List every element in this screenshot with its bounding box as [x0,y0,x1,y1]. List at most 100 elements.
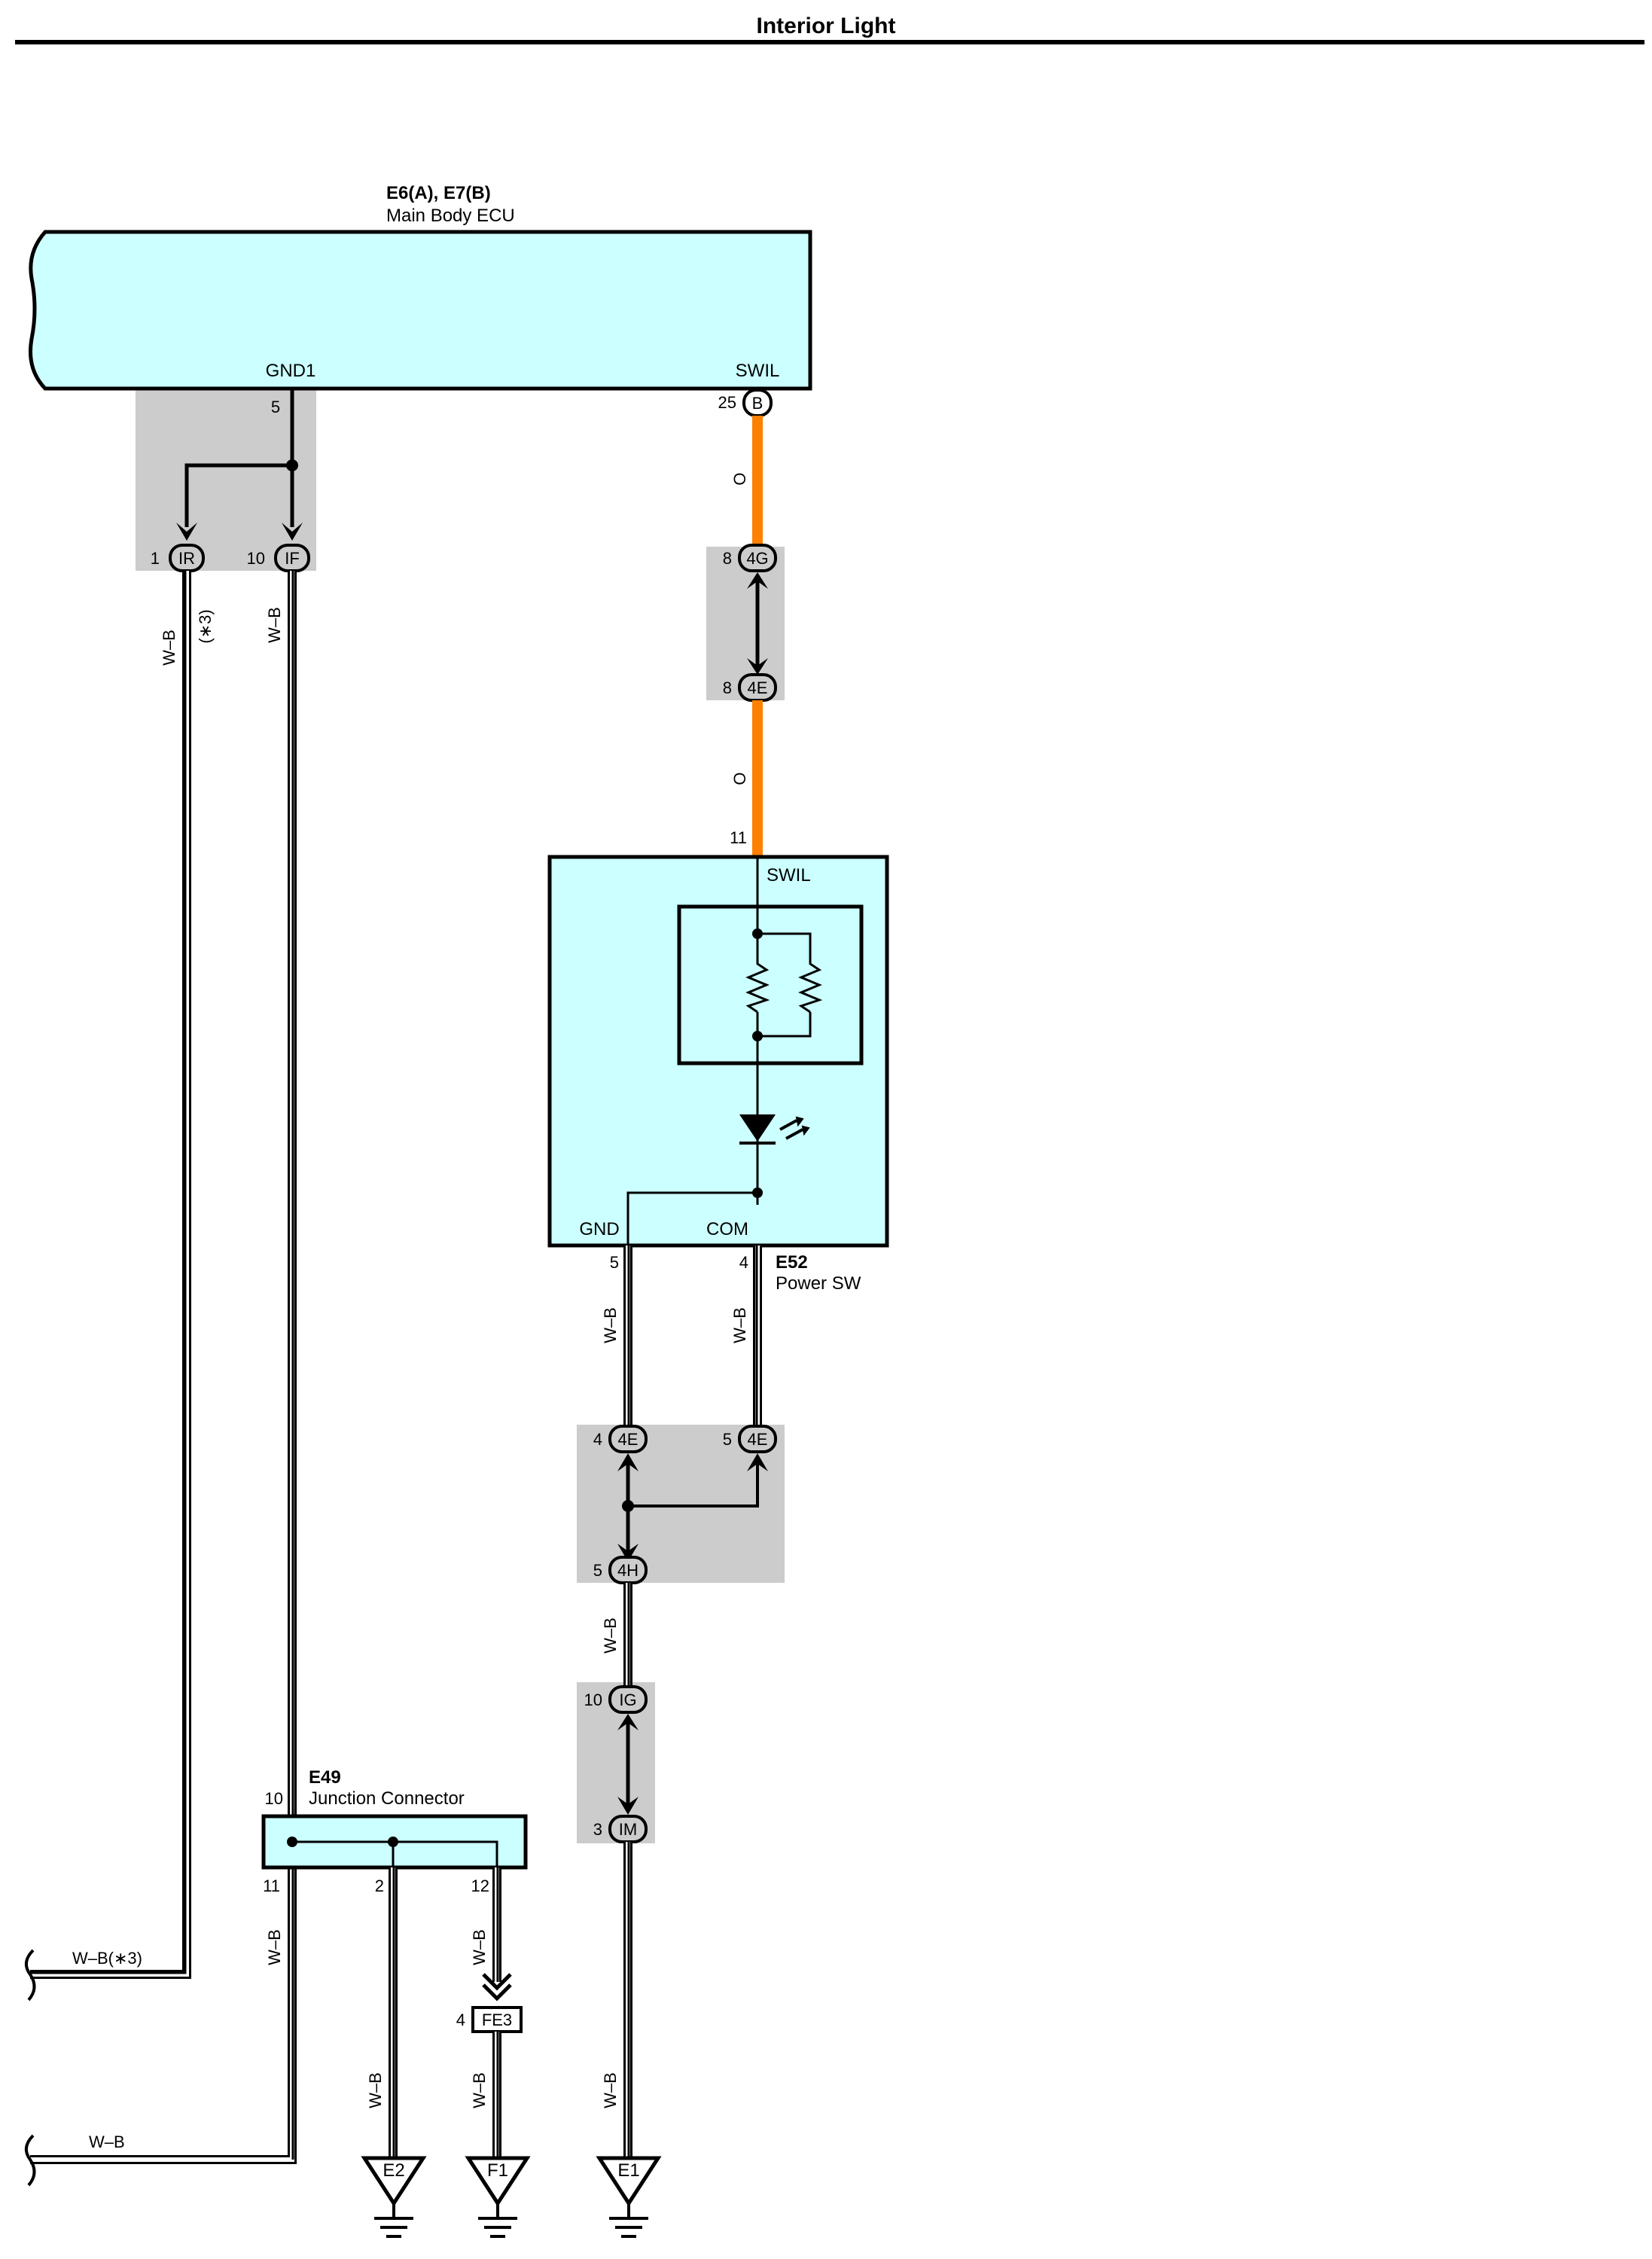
splice-ig-im-wiring [617,1714,639,1815]
ecu-gnd1-pin-no: 5 [271,398,280,416]
wire-4h-ig: W–B [601,1583,632,1687]
wire-note-ir: (∗3) [196,609,215,643]
wire-label-junction-11: W–B [265,1929,284,1965]
svg-text:4E: 4E [618,1430,639,1449]
resistor-2 [798,958,823,1014]
wire-label-f1: W–B [470,2072,489,2108]
arrow-4g [747,572,768,589]
wire-label-orange-1: O [730,472,749,485]
arrow-ir [176,523,197,541]
connector-im: IM 3 [593,1815,648,1843]
power-sw-ground-wires: W–B W–B [601,1245,762,1426]
ecu-ground-branch: 5 [176,389,303,541]
junction-pin-11: 11 [263,1876,280,1895]
ecu-swil-pin-no: 25 [718,393,736,412]
ground-e1: E1 [596,2156,662,2238]
page-title: Interior Light [757,14,896,38]
svg-text:1: 1 [151,549,160,568]
connector-ig: IG 10 [584,1685,648,1714]
svg-text:10: 10 [247,549,265,568]
svg-text:4: 4 [593,1430,602,1449]
wire-label-if-end: W–B [89,2132,125,2151]
wire-if: W–B W–B [24,571,297,2187]
ground-e2: E2 [361,2156,427,2238]
wire-label-e2: W–B [366,2072,385,2108]
arrow-fe3 [482,1973,512,2001]
wire-im-e1: W–B [601,1842,632,2158]
wire-swil: 25 B O 4G 8 4E 8 O 11 [718,389,777,857]
power-sw-box [547,855,889,1248]
main-body-ecu: E6(A), E7(B) Main Body ECU GND1 SWIL [28,183,812,391]
junction-wires: W–B W–B W–B FE3 4 W–B [265,1867,523,2158]
ecu-code: E6(A), E7(B) [386,183,491,203]
svg-text:IF: IF [285,549,300,568]
connector-if: IF 10 [247,544,310,572]
svg-text:IR: IR [178,549,195,568]
ecu-pin-gnd1: GND1 [266,361,316,381]
resistor-1 [745,958,770,1014]
power-sw-swil-pin-no: 11 [730,828,747,847]
power-sw-name: Power SW [776,1273,861,1294]
junction-name: Junction Connector [309,1788,465,1809]
wire-ir: W–B (∗3) W–B(∗3) [24,571,215,2001]
connector-ir: IR 1 [151,544,205,572]
power-sw-pin-gnd: GND [579,1219,619,1239]
wire-label-ir: W–B [160,630,178,666]
svg-text:5: 5 [593,1561,602,1580]
svg-text:4E: 4E [748,678,768,697]
arrow-if [282,523,303,541]
connector-4g: 4G 8 [723,544,777,572]
svg-text:F1: F1 [487,2160,508,2181]
junction-pin-12: 12 [471,1876,489,1895]
connector-4h: 4H 5 [593,1556,648,1584]
svg-text:FE3: FE3 [482,2011,512,2029]
svg-text:10: 10 [584,1690,602,1709]
led-icon [739,1114,776,1142]
wire-label-if: W–B [265,607,284,643]
svg-text:4: 4 [456,2011,465,2029]
svg-text:4G: 4G [746,549,768,568]
led-rays-icon [779,1119,803,1140]
svg-text:8: 8 [723,549,732,568]
svg-text:5: 5 [723,1430,732,1449]
junction-pin-in: 10 [265,1789,283,1808]
svg-text:E1: E1 [617,2160,639,2181]
svg-text:IG: IG [619,1690,636,1709]
svg-text:3: 3 [593,1820,602,1839]
svg-text:E2: E2 [383,2160,404,2181]
wire-label-gnd: W–B [601,1307,620,1343]
connector-4e-top: 4E 8 [723,673,777,702]
power-sw-com-pin-no: 4 [739,1253,748,1272]
ecu-name: Main Body ECU [386,206,515,226]
connector-4e-left: 4E 4 [593,1425,648,1453]
resistor-box [677,904,864,1065]
svg-text:IM: IM [619,1820,637,1839]
arrow-4e-top [747,658,768,675]
break-mark-ir [24,1949,36,2001]
junction-connector: E49 Junction Connector 10 11 2 12 [261,1767,528,1895]
power-sw-pin-com: COM [706,1219,748,1239]
ecu-box [28,230,812,391]
wire-label-junction-12: W–B [470,1929,489,1965]
svg-text:B: B [752,394,764,413]
wire-label-im: W–B [601,2072,620,2108]
ecu-pin-swil: SWIL [736,361,780,381]
power-sw-code: E52 [776,1252,808,1273]
connector-4e-right: 4E 5 [723,1425,777,1453]
splice-4e-4h-wiring [617,1453,768,1562]
wire-label-orange-2: O [730,772,749,785]
power-sw-pin-swil: SWIL [767,865,811,886]
splice-ecu-ground [136,390,316,571]
svg-text:4E: 4E [748,1430,768,1449]
junction-code: E49 [309,1767,341,1788]
power-switch: SWIL GND COM E52 Power SW 5 4 [547,855,889,1294]
wire-label-4h: W–B [601,1617,620,1654]
wire-label-com: W–B [730,1307,749,1343]
svg-text:4H: 4H [617,1561,639,1580]
svg-text:8: 8 [723,678,732,697]
wire-label-ir-end: W–B(∗3) [72,1949,142,1968]
ground-f1: F1 [465,2156,531,2238]
power-sw-gnd-pin-no: 5 [610,1253,619,1272]
break-mark-if [24,2134,36,2187]
